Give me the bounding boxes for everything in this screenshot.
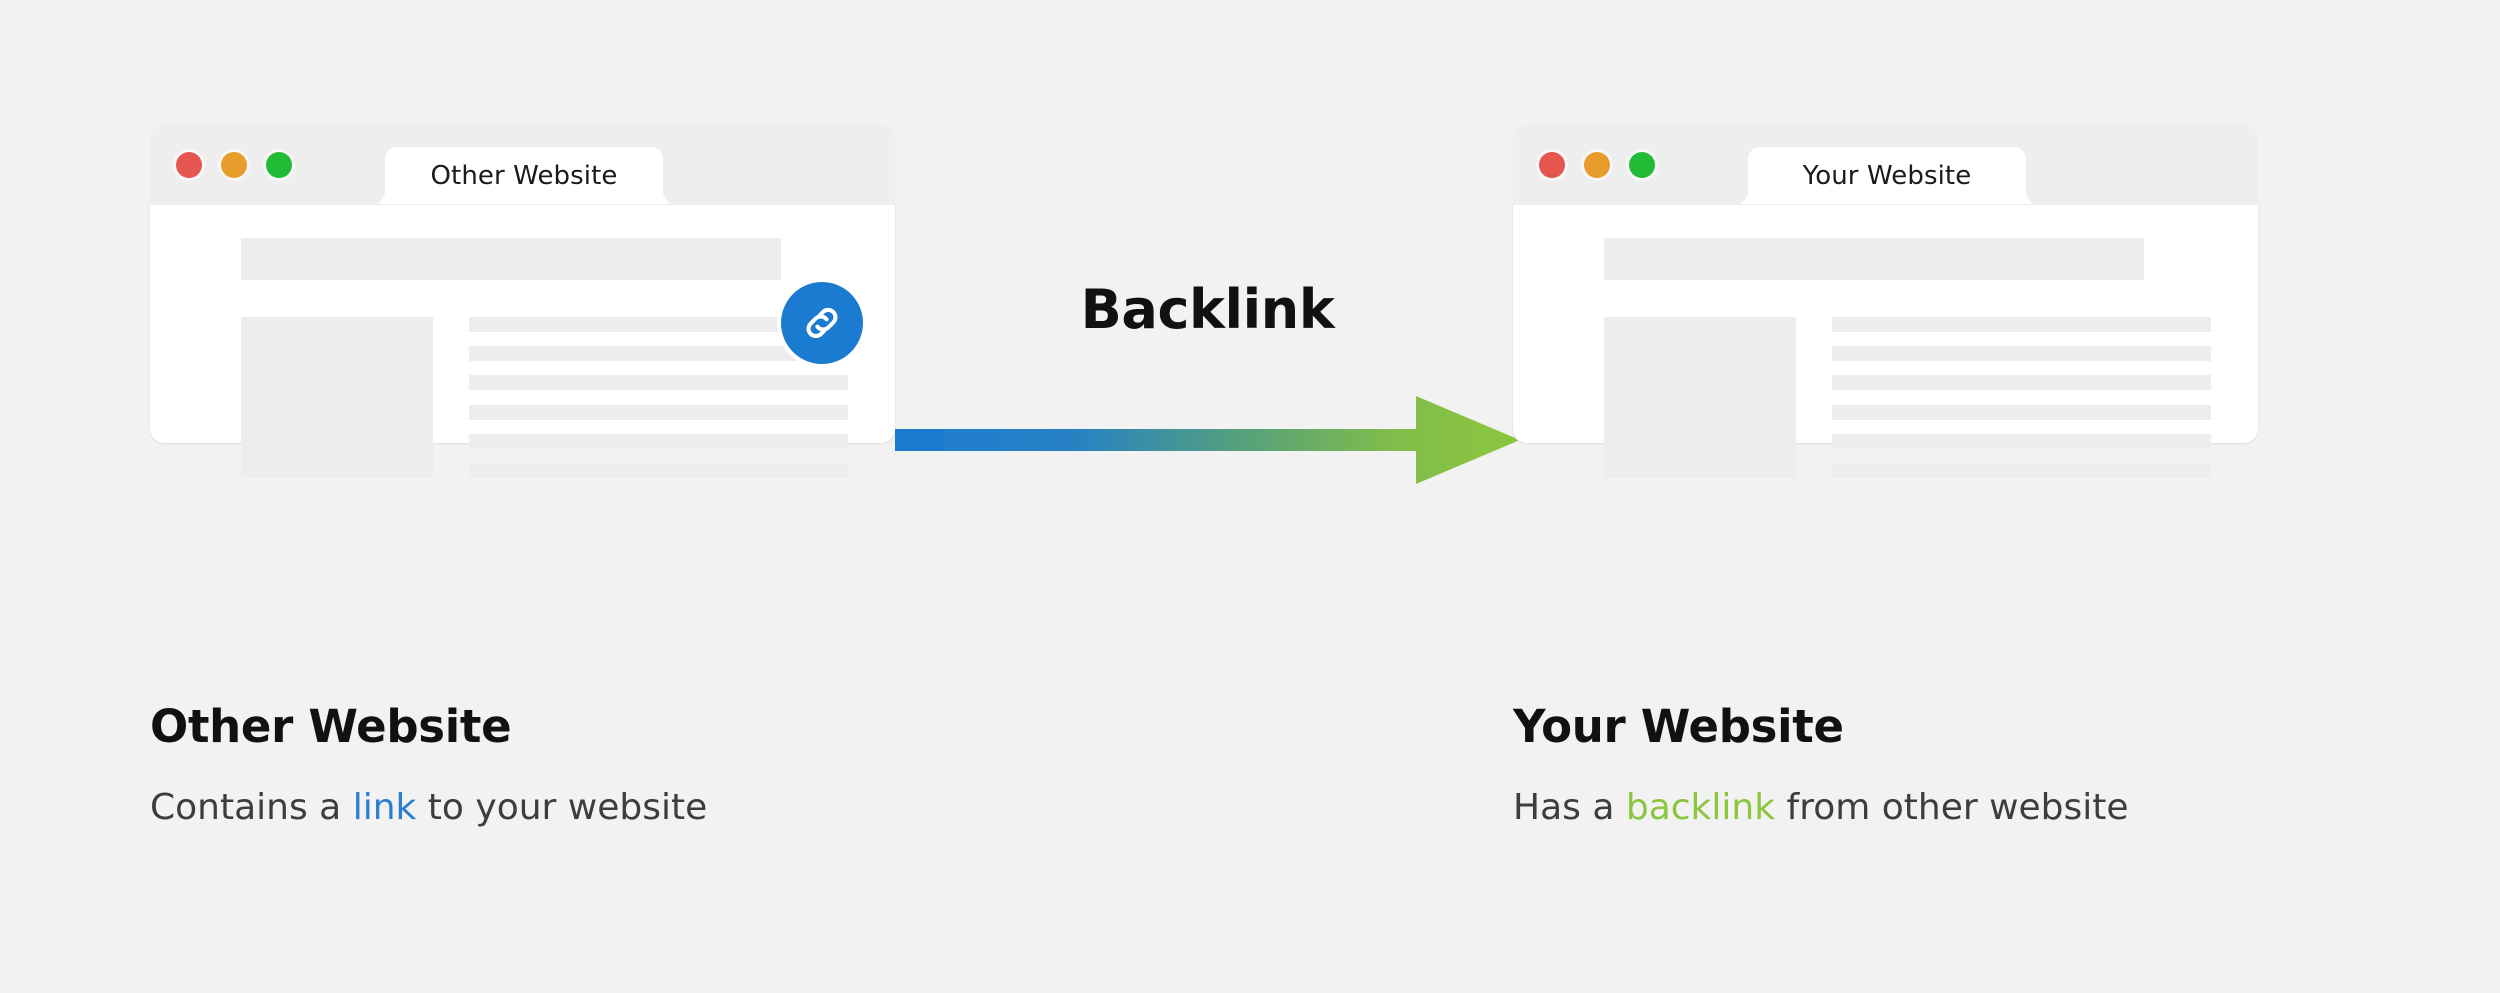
arrow-right-icon <box>895 396 1520 484</box>
browser-window-your-website: Your Website <box>1513 125 2258 478</box>
skeleton-image-block <box>1604 317 1796 478</box>
browser-tab-label: Your Website <box>1802 161 1972 191</box>
browser-tab-other-website[interactable]: Other Website <box>385 147 663 205</box>
browser-viewport <box>1513 205 2258 478</box>
page-skeleton <box>150 205 895 478</box>
skeleton-header-bar <box>241 238 781 280</box>
skeleton-image-block <box>241 317 433 478</box>
minimize-amber-icon[interactable] <box>221 152 247 178</box>
skeleton-text-line <box>1832 346 2211 362</box>
caption-sub-after: to your website <box>416 787 708 828</box>
close-red-icon[interactable] <box>176 152 202 178</box>
caption-sub-before: Has a <box>1513 787 1626 828</box>
skeleton-text-line <box>1832 317 2211 332</box>
skeleton-text-line <box>469 346 848 362</box>
link-icon <box>806 307 838 339</box>
caption-your-website: Your Website Has a backlink from other w… <box>1513 700 2129 828</box>
caption-title: Your Website <box>1513 700 1844 753</box>
skeleton-text-lines <box>469 317 848 478</box>
caption-other-website: Other Website Contains a link to your we… <box>150 700 707 828</box>
browser-window-other-website: Other Website <box>150 125 895 478</box>
skeleton-header-bar <box>1604 238 2144 280</box>
skeleton-text-line <box>469 433 848 449</box>
browser-chrome-bar: Other Website <box>150 125 895 205</box>
maximize-green-icon[interactable] <box>266 152 292 178</box>
browser-viewport <box>150 205 895 478</box>
skeleton-text-line <box>469 317 848 332</box>
skeleton-text-line <box>469 375 848 391</box>
close-red-icon[interactable] <box>1539 152 1565 178</box>
caption-subtitle: Contains a link to your website <box>150 787 707 828</box>
skeleton-text-line <box>1832 462 2211 478</box>
caption-sub-highlight-backlink: backlink <box>1625 787 1776 828</box>
traffic-light-buttons <box>1539 152 1655 178</box>
skeleton-text-line <box>1832 375 2211 391</box>
minimize-amber-icon[interactable] <box>1584 152 1610 178</box>
page-skeleton <box>1513 205 2258 478</box>
skeleton-text-lines <box>1832 317 2211 478</box>
skeleton-text-line <box>469 404 848 420</box>
backlink-label: Backlink <box>1080 278 1335 341</box>
browser-tab-label: Other Website <box>430 161 618 191</box>
backlink-arrow <box>895 392 1520 488</box>
caption-sub-highlight-link: link <box>352 787 417 828</box>
traffic-light-buttons <box>176 152 292 178</box>
caption-subtitle: Has a backlink from other website <box>1513 787 2129 828</box>
skeleton-body <box>1604 317 2211 478</box>
skeleton-text-line <box>1832 433 2211 449</box>
caption-title: Other Website <box>150 700 512 753</box>
caption-sub-before: Contains a <box>150 787 353 828</box>
maximize-green-icon[interactable] <box>1629 152 1655 178</box>
browser-chrome-bar: Your Website <box>1513 125 2258 205</box>
skeleton-body <box>241 317 848 478</box>
link-icon-badge[interactable] <box>781 282 863 364</box>
skeleton-text-line <box>469 462 848 478</box>
skeleton-text-line <box>1832 404 2211 420</box>
caption-sub-after: from other website <box>1775 787 2129 828</box>
browser-tab-your-website[interactable]: Your Website <box>1748 147 2026 205</box>
